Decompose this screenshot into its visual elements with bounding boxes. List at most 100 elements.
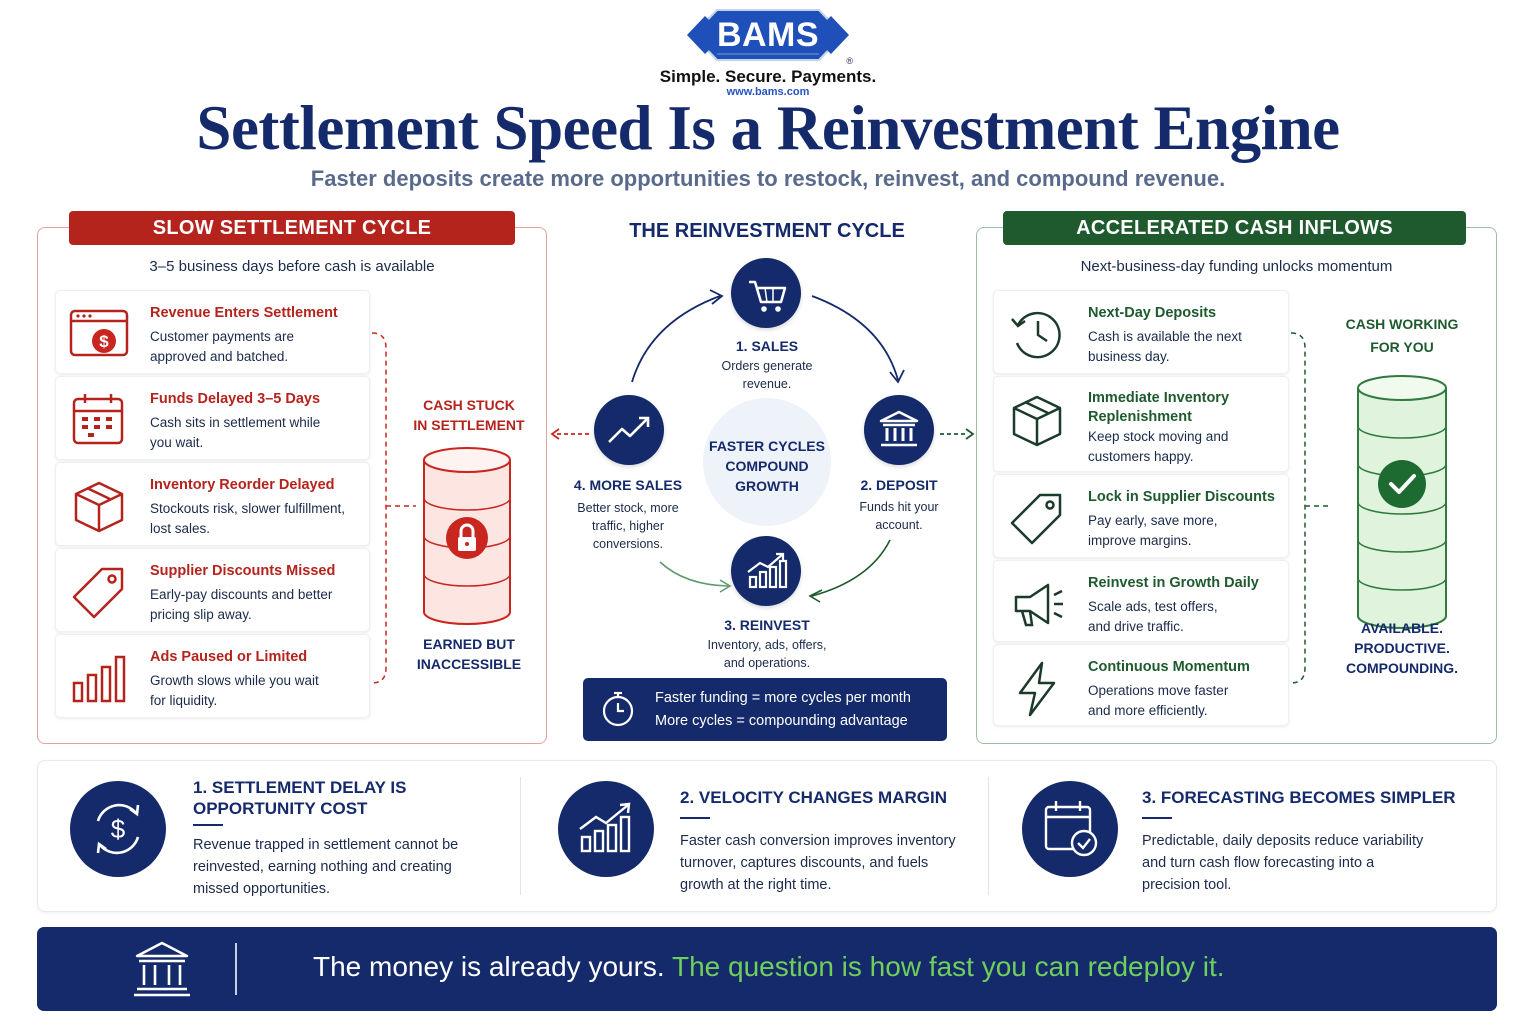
fast-card-title: Next-Day Deposits [1088, 305, 1217, 321]
insight-icon-circle: $ [70, 781, 166, 877]
fast-card-body: Scale ads, test offers,and drive traffic… [1088, 599, 1218, 634]
footer-message: The money is already yours. The question… [313, 951, 1225, 983]
shopping-cart-icon [749, 280, 787, 312]
footer-main-text: The money is already yours. [313, 951, 665, 982]
fast-card-title: Reinvest in Growth Daily [1088, 575, 1259, 591]
insight-title: 3. FORECASTING BECOMES SIMPLER [1142, 788, 1456, 807]
bank-icon [134, 941, 190, 997]
insight-divider [193, 824, 223, 826]
slow-card-title: Revenue Enters Settlement [150, 305, 338, 321]
svg-text:$: $ [99, 332, 109, 351]
cycle-node-deposit [864, 395, 934, 465]
brand-url[interactable]: www.bams.com [726, 86, 810, 98]
cycle-node-more-sales [594, 395, 664, 465]
locked-cash-cylinder-icon [423, 447, 511, 625]
brand-tagline: Simple. Secure. Payments. [659, 67, 877, 86]
funding-line-1: Faster funding = more cycles per month [655, 690, 911, 706]
slow-card-body: Stockouts risk, slower fulfillment,lost … [150, 501, 346, 536]
insight-separator [988, 777, 989, 895]
cycle-step-title: 3. REINVEST [724, 617, 810, 633]
megaphone-icon [1014, 583, 1063, 627]
fast-card-title: Continuous Momentum [1088, 659, 1250, 675]
slow-bracket-connector [371, 332, 416, 684]
fast-bracket-connector [1290, 332, 1329, 684]
lightning-icon [1018, 661, 1056, 717]
fast-card-title: Lock in Supplier Discounts [1088, 489, 1275, 505]
cycle-step-title: 4. MORE SALES [573, 477, 683, 493]
calendar-check-icon [1044, 801, 1098, 857]
bank-icon [879, 410, 919, 447]
slow-card-title: Supplier Discounts Missed [150, 563, 336, 579]
page-title: Settlement Speed Is a Reinvestment Engin… [196, 93, 1340, 163]
bar-chart-icon [72, 655, 126, 703]
slow-panel-banner: SLOW SETTLEMENT CYCLE [69, 211, 515, 245]
page-subtitle: Faster deposits create more opportunitie… [310, 166, 1226, 191]
bams-logo-badge: BAMS ® [683, 6, 853, 66]
arrow-to-slow-panel [550, 428, 589, 440]
reinvestment-cycle-title: THE REINVESTMENT CYCLE [629, 220, 905, 242]
footer-banner: The money is already yours. The question… [37, 927, 1497, 1011]
browser-dollar-icon: $ [69, 309, 129, 357]
tag-icon [72, 567, 124, 619]
cycle-node-sales [731, 258, 801, 328]
available-cash-cylinder-icon [1357, 375, 1447, 629]
insight-body: Predictable, daily deposits reduce varia… [1142, 833, 1424, 893]
fast-card-next-day: Next-Day Deposits Cash is available the … [993, 290, 1289, 374]
fast-card-momentum: Continuous Momentum Operations move fast… [993, 644, 1289, 726]
cycle-arrows [631, 289, 905, 603]
brand-logo: BAMS ® [0, 6, 1536, 69]
growth-chart-icon [579, 802, 631, 853]
fast-card-body: Pay early, save more,improve margins. [1088, 513, 1218, 548]
cycle-step-title: 1. SALES [735, 338, 799, 354]
box-icon [74, 481, 124, 533]
trend-up-icon [608, 416, 650, 443]
cycle-node-reinvest [731, 536, 801, 606]
slow-card-revenue: $ Revenue Enters Settlement Customer pay… [55, 290, 370, 374]
fast-card-growth: Reinvest in Growth Daily Scale ads, test… [993, 560, 1289, 642]
available-productive-label: AVAILABLE.PRODUCTIVE.COMPOUNDING. [1346, 620, 1458, 676]
slow-card-title: Inventory Reorder Delayed [150, 477, 335, 493]
logo-shape-icon [687, 9, 849, 61]
insight-title: 2. VELOCITY CHANGES MARGIN [680, 788, 947, 807]
dollar-cycle-icon: $ [96, 803, 140, 855]
insight-body: Faster cash conversion improves inventor… [680, 833, 956, 893]
tag-icon [1010, 493, 1062, 545]
registered-mark: ® [846, 56, 853, 66]
footer-highlight-text: The question is how fast you can redeplo… [672, 951, 1225, 982]
fast-card-discounts: Lock in Supplier Discounts Pay early, sa… [993, 474, 1289, 558]
slow-settlement-panel: SLOW SETTLEMENT CYCLE 3–5 business days … [37, 211, 547, 744]
calendar-icon [72, 394, 124, 445]
funding-summary-box: Faster funding = more cycles per month M… [583, 678, 947, 741]
growth-bars-icon [747, 552, 788, 589]
clock-refresh-icon [1011, 311, 1061, 359]
accelerated-cash-panel: ACCELERATED CASH INFLOWS Next-business-d… [976, 211, 1497, 744]
slow-card-ads: Ads Paused or Limited Growth slows while… [55, 634, 370, 718]
slow-card-discounts: Supplier Discounts Missed Early-pay disc… [55, 548, 370, 632]
insight-divider [680, 817, 710, 819]
logo-text: BAMS [716, 16, 820, 54]
fast-panel-banner: ACCELERATED CASH INFLOWS [1003, 211, 1466, 245]
slow-card-inventory: Inventory Reorder Delayed Stockouts risk… [55, 462, 370, 546]
footer-separator [235, 943, 237, 995]
slow-card-delayed: Funds Delayed 3–5 Days Cash sits in sett… [55, 376, 370, 460]
svg-text:$: $ [111, 814, 126, 844]
